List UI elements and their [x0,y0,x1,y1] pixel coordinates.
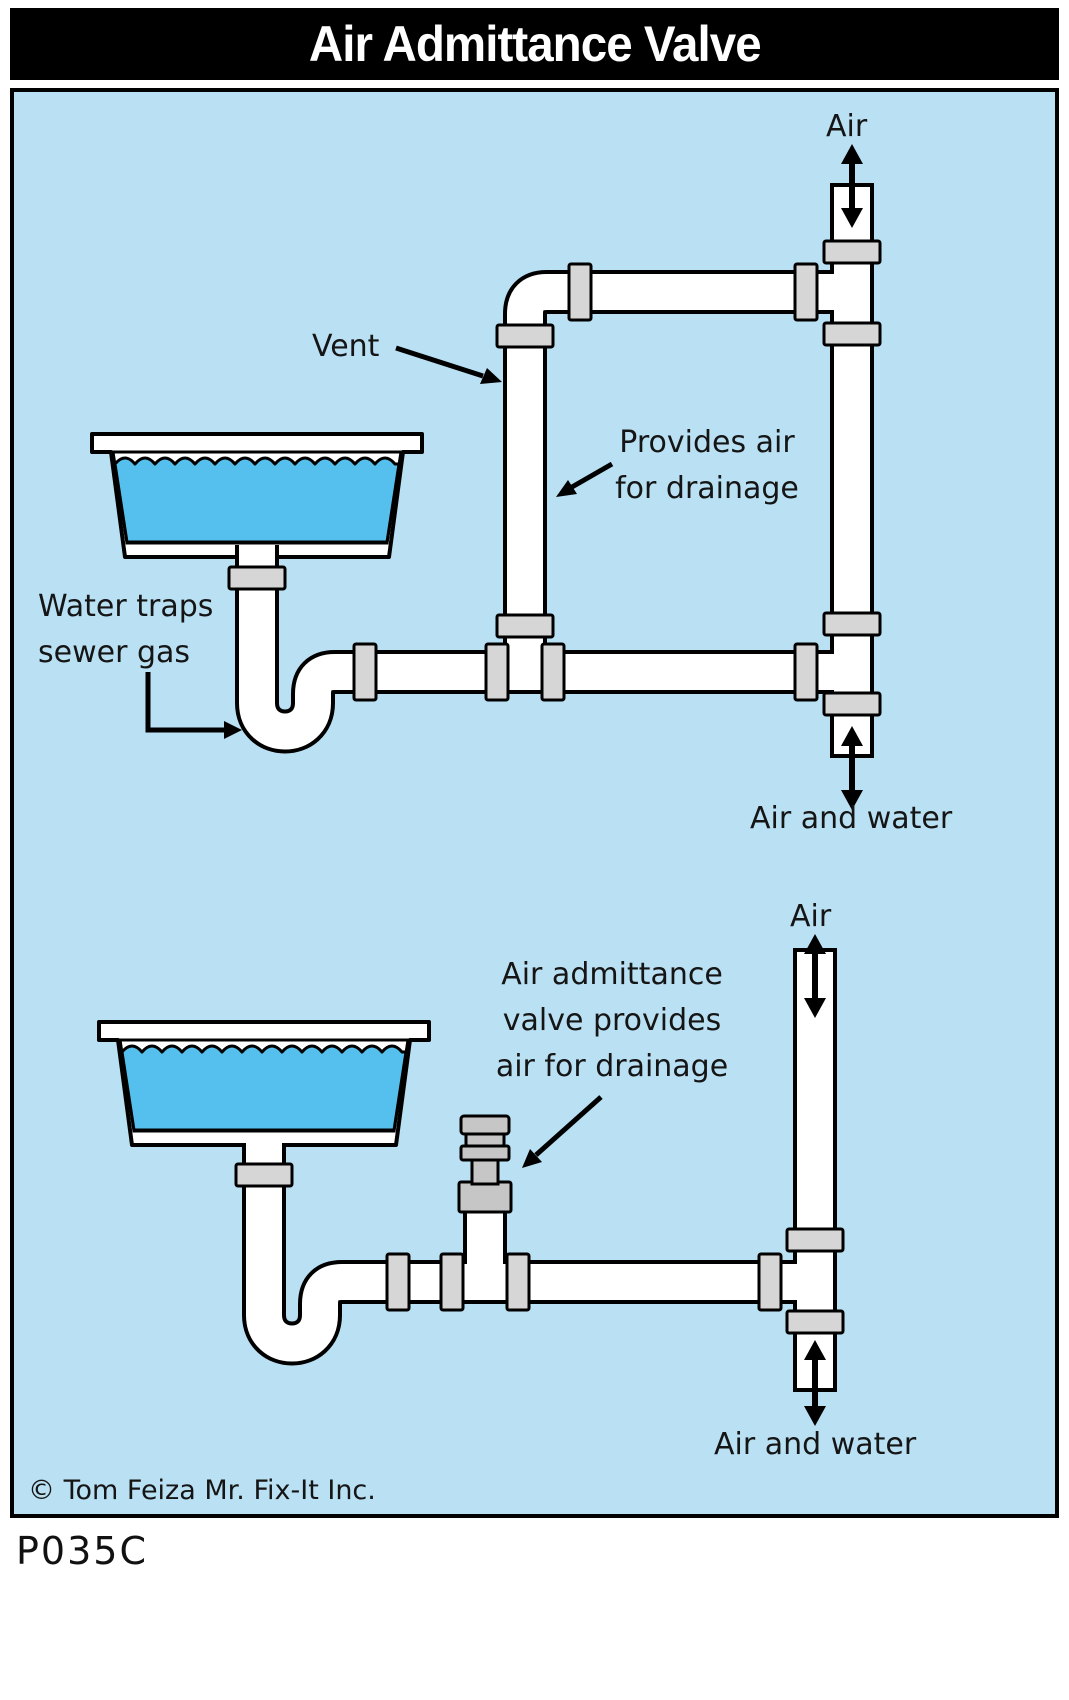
pipe-couplings [227,239,882,717]
title-bar: Air Admittance Valve [10,8,1059,80]
provides-line1: Provides air [619,425,795,460]
vent-pointer-arrow [395,345,484,379]
aav-label: Air admittance valve provides air for drai… [487,952,737,1090]
water-traps-label: Water traps sewer gas [38,584,213,676]
air-label-top: Air [826,109,868,144]
air-water-label-bottom: Air and water [714,1427,917,1462]
valve-adapter [457,1180,513,1214]
sink-basin [90,432,424,559]
copyright-text: © Tom Feiza Mr. Fix-It Inc. [28,1475,376,1506]
aav-line1: Air admittance [501,957,723,992]
aav-pointer-arrow [534,1095,603,1157]
vent-label: Vent [312,329,380,364]
p-trap-drain-pipe [242,1143,815,1366]
provides-air-label: Provides air for drainage [597,420,817,512]
valve-stem [470,1156,500,1186]
bottom-diagram [97,934,845,1426]
provides-pointer-arrow [570,461,614,490]
pipes-interior [239,187,870,754]
trap-line1: Water traps [38,589,214,624]
pipe-couplings [234,1162,845,1335]
page-title: Air Admittance Valve [308,16,762,72]
air-label-bottom: Air [790,899,832,934]
aav-line2: valve provides [502,1003,722,1038]
diagram-code: P035C [16,1529,148,1573]
trap-pointer-arrow [145,672,224,733]
provides-line2: for drainage [615,471,799,506]
air-water-label-top: Air and water [750,801,953,836]
air-admittance-valve [457,1114,513,1214]
top-diagram [90,144,882,810]
trap-line2: sewer gas [38,635,191,670]
aav-line3: air for drainage [495,1049,729,1084]
bottom-arrows [522,934,826,1426]
p-trap-drain-pipe [235,545,852,754]
top-arrows [145,144,863,810]
valve-cap [459,1114,511,1136]
sink-basin [97,1020,431,1147]
